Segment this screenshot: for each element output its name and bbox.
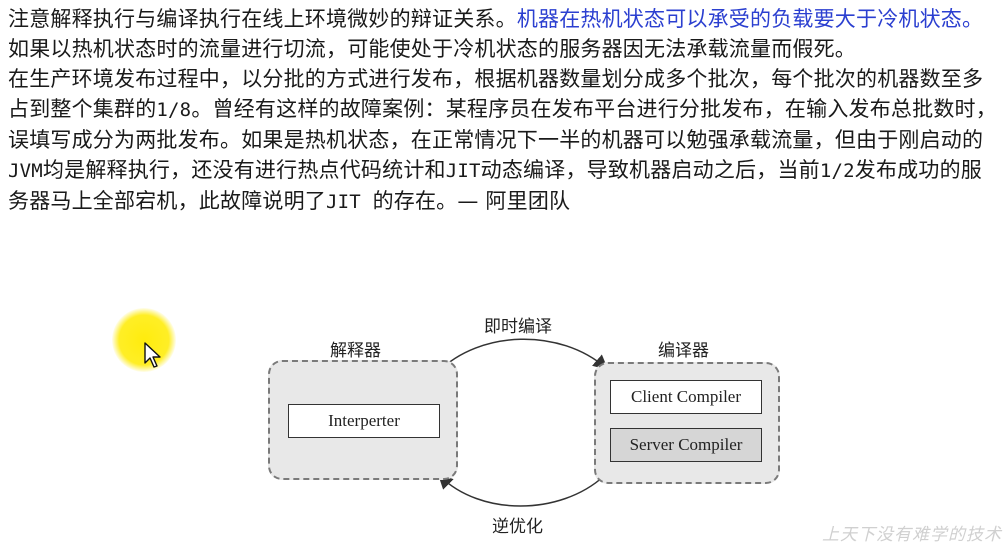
paragraph-2-part2: 。曾经有这样的故障案例：某程序员在发布平台进行分批发布，在输入发布总批数时，误填… bbox=[8, 97, 997, 152]
interpreter-box: Interperter bbox=[288, 404, 440, 438]
jit-term-2: JIT bbox=[326, 191, 373, 213]
paragraph-1-lead: 注意解释执行与编译执行在线上环境微妙的辩证关系。 bbox=[8, 7, 517, 31]
server-compiler-box: Server Compiler bbox=[610, 428, 762, 462]
client-compiler-box: Client Compiler bbox=[610, 380, 762, 414]
compiler-title: 编译器 bbox=[658, 341, 709, 360]
jit-term: JIT bbox=[445, 160, 481, 182]
paragraph-2-part4: 动态编译，导致机器启动之后，当前 bbox=[480, 158, 820, 182]
paragraph-2: 在生产环境发布过程中，以分批的方式进行发布，根据机器数量划分成多个批次，每个批次… bbox=[8, 64, 998, 217]
paragraph-2-part3: 均是解释执行，还没有进行热点代码统计和 bbox=[42, 158, 446, 182]
article-text: 注意解释执行与编译执行在线上环境微妙的辩证关系。机器在热机状态可以承受的负载要大… bbox=[8, 4, 998, 217]
paragraph-2-part5: 发布成功的服务器马上全部宕机，此故障说明了 bbox=[8, 158, 982, 213]
jit-compile-label: 即时编译 bbox=[484, 317, 552, 336]
mouse-pointer-icon bbox=[144, 342, 161, 368]
paragraph-2-part1: 在生产环境发布过程中，以分批的方式进行发布，根据机器数量划分成多个批次，每个批次… bbox=[8, 67, 984, 121]
paragraph-1: 注意解释执行与编译执行在线上环境微妙的辩证关系。机器在热机状态可以承受的负载要大… bbox=[8, 4, 998, 64]
deoptimize-arrow bbox=[437, 473, 605, 507]
interpreter-title: 解释器 bbox=[330, 341, 381, 360]
watermark: 上天下没有难学的技术 bbox=[822, 525, 1002, 545]
paragraph-1-highlight: 机器在热机状态可以承受的负载要大于冷机状态。 bbox=[516, 7, 984, 31]
fraction-one-half: 1/2 bbox=[819, 160, 855, 182]
deoptimize-label: 逆优化 bbox=[492, 517, 543, 536]
fraction-one-eighth: 1/8 bbox=[156, 99, 192, 121]
paragraph-1-rest: 如果以热机状态时的流量进行切流，可能使处于冷机状态的服务器因无法承载流量而假死。 bbox=[8, 37, 856, 61]
paragraph-2-part6: 的存在。— 阿里团队 bbox=[372, 189, 571, 213]
jit-compile-arrow bbox=[437, 338, 609, 373]
jvm-term: JVM bbox=[8, 160, 43, 182]
cursor-highlight bbox=[112, 308, 176, 372]
